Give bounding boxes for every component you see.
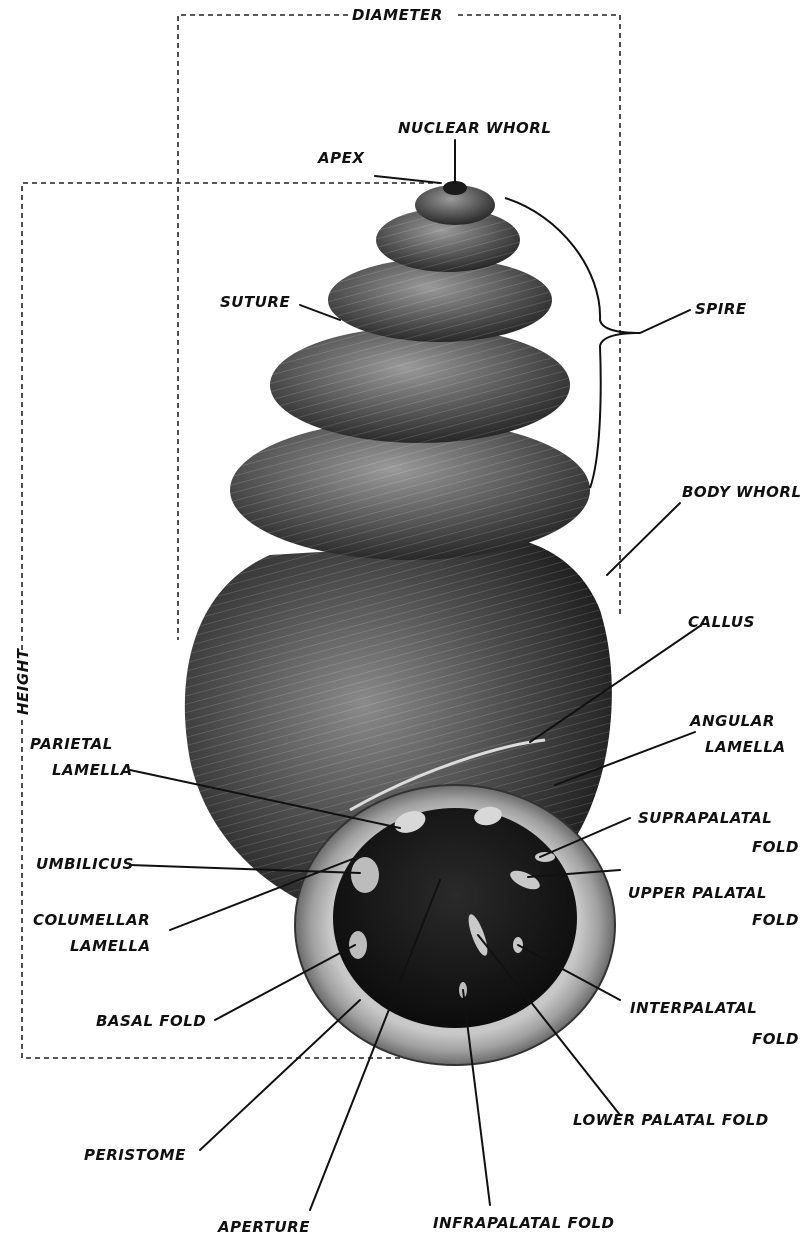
label-interpalatal-fold-1: INTERPALATAL [630,999,757,1017]
label-columellar-lamella-1: COLUMELLAR [33,911,150,929]
label-interpalatal-fold-2: FOLD [752,1030,799,1048]
label-columellar-lamella-2: LAMELLA [70,937,151,955]
aperture-shape [333,808,577,1028]
label-angular-lamella-1: ANGULAR [689,712,775,730]
label-suprapalatal-fold-1: SUPRAPALATAL [638,809,772,827]
columellar-lamella-shape [349,931,367,959]
label-apex: APEX [317,149,365,167]
label-spire: SPIRE [695,300,747,318]
label-infrapalatal-fold: INFRAPALATAL FOLD [433,1214,614,1232]
label-aperture: APERTURE [217,1218,310,1236]
label-lower-palatal-fold: LOWER PALATAL FOLD [573,1111,769,1129]
label-basal-fold: BASAL FOLD [96,1012,206,1030]
label-height: HEIGHT [14,647,32,715]
label-body-whorl: BODY WHORL [682,483,802,501]
label-upper-palatal-fold-2: FOLD [752,911,799,929]
label-parietal-lamella-2: LAMELLA [52,761,133,779]
label-angular-lamella-2: LAMELLA [705,738,786,756]
umbilicus-shape [351,857,379,893]
label-diameter: DIAMETER [352,6,443,24]
label-umbilicus: UMBILICUS [36,855,134,873]
label-peristome: PERISTOME [84,1146,186,1164]
label-nuclear-whorl: NUCLEAR WHORL [398,119,551,137]
shell [185,181,615,1065]
label-parietal-lamella-1: PARIETAL [30,735,113,753]
suprapalatal-fold-shape [535,852,555,862]
label-upper-palatal-fold-1: UPPER PALATAL [628,884,767,902]
label-callus: CALLUS [688,613,755,631]
label-suprapalatal-fold-2: FOLD [752,838,799,856]
label-suture: SUTURE [220,293,290,311]
